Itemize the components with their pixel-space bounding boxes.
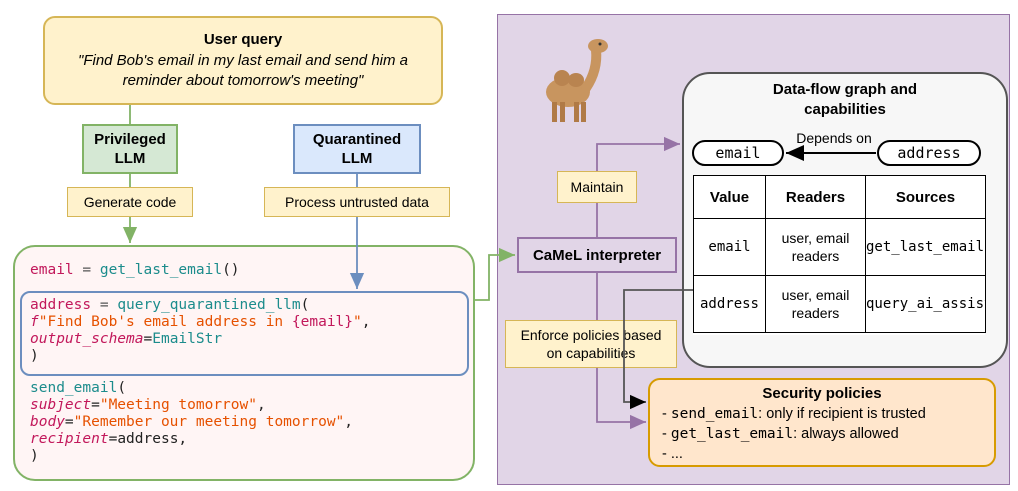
- code-op: =: [73, 262, 100, 278]
- code-send-line5: ): [30, 448, 39, 465]
- code-var-address: address: [117, 431, 179, 447]
- policy-item: - ...: [662, 446, 683, 462]
- privileged-llm-box: Privileged LLM: [82, 124, 178, 174]
- generate-code-label: Generate code: [67, 187, 193, 217]
- user-query-text: "Find Bob's email in my last email and s…: [78, 51, 408, 89]
- code-kwarg: body: [30, 414, 65, 430]
- policy-fn: get_last_email: [670, 426, 794, 442]
- table-cell-value: email: [693, 218, 766, 276]
- table-header: Sources: [865, 175, 986, 219]
- code-type: EmailStr: [152, 331, 223, 347]
- code-send-line4: recipient=address,: [30, 431, 188, 447]
- code-paren: ): [30, 348, 39, 364]
- code-string: "Remember our meeting tomorrow": [73, 414, 345, 430]
- table-cell-sources-text: get_last_email: [866, 239, 985, 255]
- maintain-text: Maintain: [570, 179, 624, 195]
- code-send-line3: body="Remember our meeting tomorrow",: [30, 414, 354, 430]
- camel-icon: [546, 39, 608, 122]
- user-query-box: User query "Find Bob's email in my last …: [43, 16, 443, 105]
- code-fn-query-quarantined: query_quarantined_llm: [117, 297, 301, 313]
- table-cell-readers: user, email readers: [765, 275, 866, 333]
- code-paren: ): [30, 448, 39, 464]
- maintain-label: Maintain: [557, 171, 637, 203]
- capabilities-table: Value Readers Sources email user, email …: [693, 175, 986, 333]
- camel-interpreter-label: CaMeL interpreter: [532, 246, 662, 264]
- enforce-label: Enforce policies based on capabilities: [505, 320, 677, 368]
- privileged-llm-label: Privileged LLM: [94, 131, 166, 167]
- table-cell-sources: query_ai_assistant: [865, 275, 986, 333]
- table-cell-sources-text: query_ai_assistant: [866, 296, 985, 312]
- camel-interpreter-box: CaMeL interpreter: [517, 237, 677, 273]
- node-email: email: [692, 140, 784, 166]
- code-send-line2: subject="Meeting tomorrow",: [30, 397, 266, 413]
- policy-fn: send_email: [670, 406, 759, 422]
- table-header: Readers: [765, 175, 866, 219]
- code-var-address: address: [30, 297, 92, 313]
- code-paren: (: [300, 297, 310, 313]
- table-header-row: Value Readers Sources: [693, 175, 986, 219]
- table-row: email user, email readers get_last_email: [693, 218, 986, 276]
- code-interp: {email}: [291, 314, 354, 330]
- code-qcall-line1: address = query_quarantined_llm(: [30, 297, 309, 314]
- code-qcall-line2: f"Find Bob's email address in {email}",: [30, 314, 370, 331]
- code-paren: (: [117, 380, 127, 396]
- table-cell-readers: user, email readers: [765, 218, 866, 276]
- code-send-line1: send_email(: [30, 380, 126, 397]
- code-qcall-line3: output_schema=EmailStr: [30, 331, 222, 348]
- generate-code-text: Generate code: [83, 194, 177, 210]
- quarantined-llm-label: Quarantined LLM: [312, 131, 402, 167]
- code-kwarg: recipient: [30, 431, 109, 447]
- policy-rule: : always allowed: [793, 426, 899, 442]
- quarantined-call-block: [20, 291, 469, 376]
- dataflow-title: Data-flow graph and capabilities: [772, 81, 918, 118]
- policy-rule: : only if recipient is trusted: [758, 406, 926, 422]
- security-policies-box: Security policies - send_email: only if …: [648, 378, 996, 467]
- code-box: [13, 245, 475, 481]
- table-cell-value: address: [693, 275, 766, 333]
- code-comma: ,: [361, 314, 371, 330]
- code-var-email: email: [30, 262, 74, 278]
- process-untrusted-text: Process untrusted data: [285, 194, 429, 210]
- policy-item: - send_email: only if recipient is trust…: [662, 406, 926, 422]
- code-op: =: [91, 297, 118, 313]
- process-untrusted-label: Process untrusted data: [264, 187, 450, 217]
- code-qcall-line4: ): [30, 348, 39, 365]
- code-paren: (): [222, 262, 240, 278]
- table-header: Value: [693, 175, 766, 219]
- depends-on-label: Depends on: [796, 130, 872, 146]
- code-kwarg: output_schema: [30, 331, 144, 347]
- code-fstring-prefix: f: [30, 314, 39, 330]
- code-string: "Meeting tomorrow": [99, 397, 257, 413]
- code-string: ": [353, 314, 362, 330]
- security-policies-title: Security policies: [762, 385, 882, 402]
- node-address: address: [877, 140, 981, 166]
- code-fn-send-email: send_email: [30, 380, 118, 396]
- user-query-title: User query: [203, 30, 283, 48]
- code-kwarg: subject: [30, 397, 92, 413]
- quarantined-llm-box: Quarantined LLM: [293, 124, 421, 174]
- capabilities-table-wrap: Value Readers Sources email user, email …: [693, 175, 986, 335]
- code-fn-get-last-email: get_last_email: [99, 262, 223, 278]
- code-line-email: email = get_last_email(): [30, 262, 240, 279]
- table-cell-sources: get_last_email: [865, 218, 986, 276]
- table-row: address user, email readers query_ai_ass…: [693, 275, 986, 333]
- enforce-text: Enforce policies based on capabilities: [520, 327, 662, 361]
- code-eq: =: [143, 331, 153, 347]
- code-string: "Find Bob's email address in: [38, 314, 292, 330]
- policy-item: - get_last_email: always allowed: [662, 426, 899, 442]
- policy-rule: ...: [670, 446, 683, 462]
